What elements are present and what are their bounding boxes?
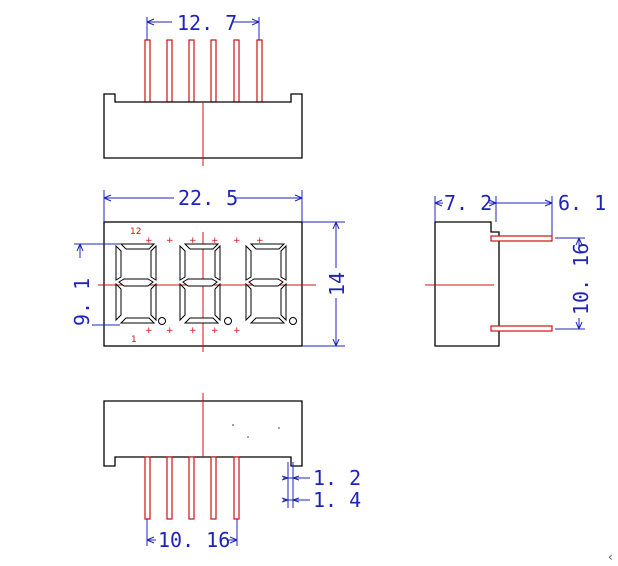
top-pin — [210, 39, 217, 103]
dim-pin-width: 1. 2 1. 4 — [281, 462, 361, 512]
dim-bottom-pin-span: 10. 16 — [146, 519, 238, 552]
bottom-pin — [144, 456, 151, 520]
pin-marker: + — [145, 326, 153, 336]
dim-digit-height-label: 9. 1 — [70, 278, 94, 326]
pin-marker: + — [145, 236, 153, 246]
digit-1 — [115, 243, 157, 324]
top-view: 12. 7 — [103, 10, 303, 166]
pin-marker: + — [189, 236, 197, 246]
digit-2 — [179, 243, 221, 324]
pin-marker: + — [211, 236, 219, 246]
dim-side-pin-spacing: 10. 16 — [555, 237, 593, 330]
pin-marker: + — [189, 326, 197, 336]
top-pin — [188, 39, 195, 103]
top-pin — [144, 39, 151, 103]
pin-marker: + — [166, 326, 174, 336]
bottom-view: 10. 16 1. 2 1. 4 — [103, 393, 361, 552]
dim-pin-outline-label: 1. 4 — [313, 488, 361, 512]
pin-marker: + — [233, 326, 241, 336]
dim-side-pin-spacing-label: 10. 16 — [569, 243, 593, 315]
dim-pin-width-label: 1. 2 — [313, 466, 361, 490]
dim-top-pin-span-label: 12. 7 — [177, 11, 237, 35]
digit-3 — [245, 243, 287, 324]
top-pins — [144, 39, 263, 103]
pin-label-12: 12 — [130, 227, 141, 237]
dim-body-height: 14 — [302, 221, 349, 347]
bottom-pins — [144, 456, 240, 520]
decimal-point-2 — [224, 317, 232, 325]
decimal-point-1 — [158, 317, 166, 325]
pin-marker: + — [166, 236, 174, 246]
front-view: 12 1 + + + + + + + + + + + 22. 5 9. 1 — [70, 186, 349, 352]
side-view: 7. 2 6. 1 10. 16 — [425, 191, 606, 347]
bottom-pin — [210, 456, 217, 520]
decimal-point-3 — [289, 317, 297, 325]
dim-side-depth-label: 7. 2 — [444, 191, 492, 215]
marking-dot — [232, 424, 234, 426]
top-pin — [256, 39, 263, 103]
marking-dot — [278, 427, 280, 429]
dim-digit-height: 9. 1 — [70, 243, 120, 326]
pin-marker: + — [256, 236, 264, 246]
top-pin — [166, 39, 173, 103]
bottom-pin — [233, 456, 240, 520]
dim-body-height-label: 14 — [325, 272, 349, 296]
scroll-left-icon[interactable]: ‹ — [608, 550, 613, 564]
dim-side-pin-length: 6. 1 — [496, 191, 606, 236]
dim-side-pin-length-label: 6. 1 — [558, 191, 606, 215]
pin-marker: + — [233, 236, 241, 246]
side-view-body — [434, 221, 500, 347]
side-pin-bottom — [490, 325, 553, 332]
dim-bottom-pin-span-label: 10. 16 — [158, 528, 230, 552]
dim-side-depth: 7. 2 — [434, 191, 497, 222]
dim-top-pin-span: 12. 7 — [146, 10, 260, 40]
dim-body-width-label: 22. 5 — [178, 186, 238, 210]
bottom-pin — [188, 456, 195, 520]
side-pin-top — [490, 235, 553, 242]
marking-dot — [247, 436, 249, 438]
top-pin — [233, 39, 240, 103]
dim-body-width: 22. 5 — [103, 186, 303, 222]
pin-label-1: 1 — [131, 335, 137, 345]
bottom-pin — [166, 456, 173, 520]
pin-marker: + — [211, 326, 219, 336]
